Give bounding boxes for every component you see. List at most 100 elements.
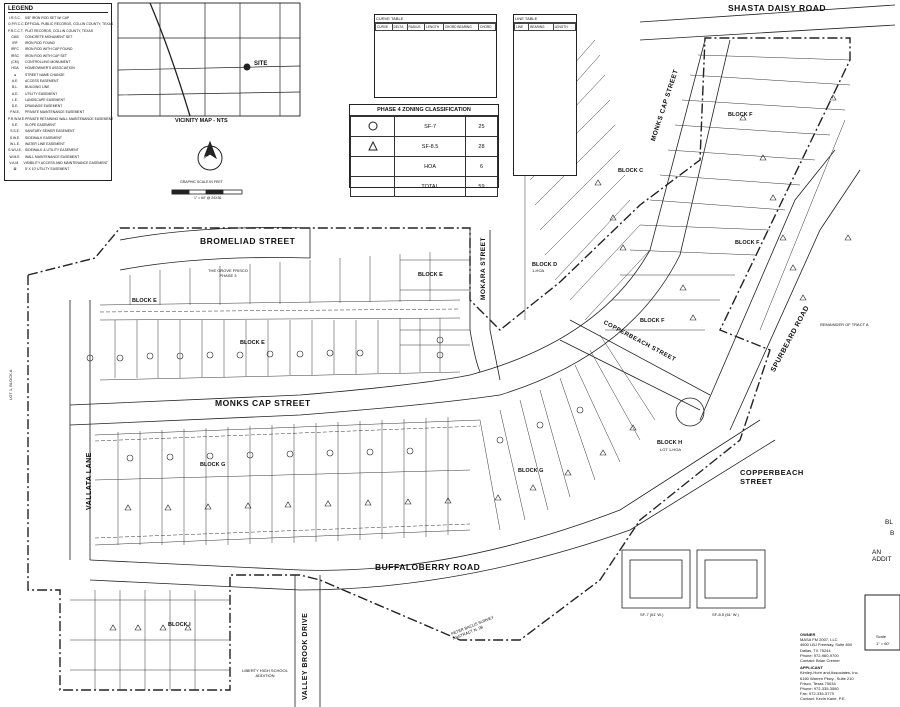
mokara-street <box>469 230 501 381</box>
legend-description: HOMEOWNER'S ASSOCIATION <box>25 66 75 71</box>
legend-abbrev: W.M.E. <box>9 154 21 159</box>
legend-description: SIDEWALK & UTILITY EASEMENT <box>25 148 79 153</box>
table-header-cell: LENGTH <box>424 23 444 31</box>
legend-description: IRON ROD WITH CAP SET <box>25 53 67 58</box>
zoning-label: SF-8.5 <box>394 136 466 157</box>
legend-title: LEGEND <box>8 6 108 13</box>
legend-description: WALL MAINTENANCE EASEMENT <box>25 154 80 159</box>
lot-detail-sf7 <box>621 549 691 609</box>
legend-description: PRIVATE RETAINING WALL MAINTENANCE EASEM… <box>25 116 114 121</box>
legend-entry: U.E.UTILITY EASEMENT <box>8 91 108 97</box>
block-label: BLOCK G <box>518 468 544 474</box>
street-bromeliad: BROMELIAD STREET <box>200 236 296 246</box>
applicant-label: APPLICANT <box>800 665 823 671</box>
legend-entry: IRFC IRON ROD WITH CAP FOUND <box>8 46 108 52</box>
street-vallata: VALLATA LANE <box>86 452 93 510</box>
legend-abbrev: P.M.E. <box>10 110 20 115</box>
legend-entry: S.W.E. SIDEWALK EASEMENT <box>8 135 108 141</box>
legend-abbrev: I.R.S.C. <box>9 16 21 20</box>
street-monks-cap: MONKS CAP STREET <box>215 398 311 408</box>
graphic-scale-bar <box>171 189 243 195</box>
legend-abbrev: A.E. <box>11 78 19 83</box>
block-label: BLOCK H <box>657 440 683 446</box>
north-arrow <box>197 140 223 171</box>
legend-entry: W.M.E. WALL MAINTENANCE EASEMENT <box>8 154 108 160</box>
legend-entry: ●STREET NAME CHANGE <box>8 72 108 78</box>
block-h-lot-note: LOT 1-HOA <box>660 447 682 452</box>
zoning-label: HOA <box>394 156 466 177</box>
legend-abbrev: V.A.M. <box>9 160 20 165</box>
legend-abbrev: IRFC <box>11 47 19 52</box>
legend-abbrev: S.W.U.E. <box>8 148 22 153</box>
right-edge-b: B <box>890 530 895 537</box>
copperbeach-street <box>559 319 711 411</box>
block-label: BLOCK I <box>168 622 191 628</box>
triangle-icon <box>349 136 396 157</box>
zoning-label: SF-7 <box>394 116 466 137</box>
legend-description: PLAT RECORDS, COLLIN COUNTY, TEXAS <box>25 28 93 33</box>
street-mokara: MOKARA STREET <box>480 237 487 300</box>
legend-entry: S.E.SLOPE EASEMENT <box>8 122 108 128</box>
legend-description: ACCESS EASEMENT <box>25 78 59 83</box>
street-buffaloberry: BUFFALOBERRY ROAD <box>375 562 481 572</box>
vicinity-map-drawing <box>117 2 301 117</box>
block-label: BLOCK C <box>618 168 644 174</box>
title-scale-label: Scale <box>876 634 887 639</box>
legend-abbrev: S.W.E. <box>9 135 21 140</box>
legend-description: UTILITY EASEMENT <box>25 91 58 96</box>
title-scale-value: 1" = 60' <box>876 641 890 646</box>
applicant-line: 6160 Warren Pkwy., Suite 210 <box>800 675 854 681</box>
applicant-line: Phone: 972-335-3580 <box>800 686 839 692</box>
monks-cap-street-h <box>69 374 501 426</box>
legend-entry: L.E.LANDSCAPE EASEMENT <box>8 97 108 103</box>
grove-phase-note: THE GROVE FRISCO PHASE 3 <box>208 268 248 279</box>
zoning-count: 28 <box>464 136 499 157</box>
legend-entry: P.R.W.M.E.PRIVATE RETAINING WALL MAINTEN… <box>8 116 113 122</box>
legend-abbrev: P.R.W.M.E. <box>8 116 26 121</box>
graphic-scale-ratio: 1" = 60' @ 24X36 <box>194 196 222 200</box>
block-label: BLOCK D <box>532 262 558 268</box>
vicinity-site-label: SITE <box>254 61 268 67</box>
legend-entry: P.R.C.C.T.PLAT RECORDS, COLLIN COUNTY, T… <box>8 28 108 34</box>
legend-description: SIDEWALK EASEMENT <box>25 135 62 140</box>
block-label: BLOCK F <box>640 318 665 324</box>
legend-entry: I.R.S.C. 5/8" IRON ROD SET W/ CAP <box>8 15 108 21</box>
lot-detail-sf85-caption: SF-8.5 (61' W.) <box>712 612 739 617</box>
legend-abbrev: S.E. <box>11 123 19 128</box>
owner-line: MASA FM 2007, LLC <box>800 637 838 643</box>
street-valley-brook: VALLEY BROOK DRIVE <box>302 612 309 700</box>
table-header-cell: RADIUS <box>406 23 426 31</box>
owner-label: OWNER <box>800 632 816 637</box>
legend-description: IRON ROD FOUND <box>25 41 55 46</box>
legend-entry: V.A.M.VISIBILITY ACCESS AND MAINTENANCE … <box>8 160 108 166</box>
legend-abbrev: CMS <box>11 34 19 39</box>
block-label: BLOCK F <box>735 240 760 246</box>
legend-entry: P.M.E.PRIVATE MAINTENANCE EASEMENT <box>8 109 108 115</box>
table-header-cell: LENGTH <box>552 23 577 31</box>
legend-description: SANITARY SEWER EASEMENT <box>25 129 75 134</box>
block-label: BLOCK G <box>200 462 226 468</box>
legend-description: IRON ROD WITH CAP FOUND <box>25 47 73 52</box>
table-header-cell: CURVE <box>375 23 393 31</box>
street-shasta-daisy: SHASTA DAISY ROAD <box>728 3 827 13</box>
table-header-cell: DELTA <box>391 23 408 31</box>
zoning-title: PHASE 4 ZONING CLASSIFICATION <box>350 105 498 116</box>
legend-abbrev: (CM) <box>11 60 19 65</box>
valley-brook-drive <box>294 575 321 707</box>
spurbeard-road <box>699 149 861 431</box>
legend-entry: A.E. ACCESS EASEMENT <box>8 78 108 84</box>
legend-description: VISIBILITY ACCESS AND MAINTENANCE EASEME… <box>23 160 108 165</box>
legend-description: 5/8" IRON ROD SET W/ CAP <box>25 16 70 20</box>
shasta-daisy-road <box>639 4 896 41</box>
graphic-scale-title: GRAPHIC SCALE IN FEET <box>180 180 223 184</box>
owner-line: Phone: 972-960-9700 <box>800 652 839 658</box>
